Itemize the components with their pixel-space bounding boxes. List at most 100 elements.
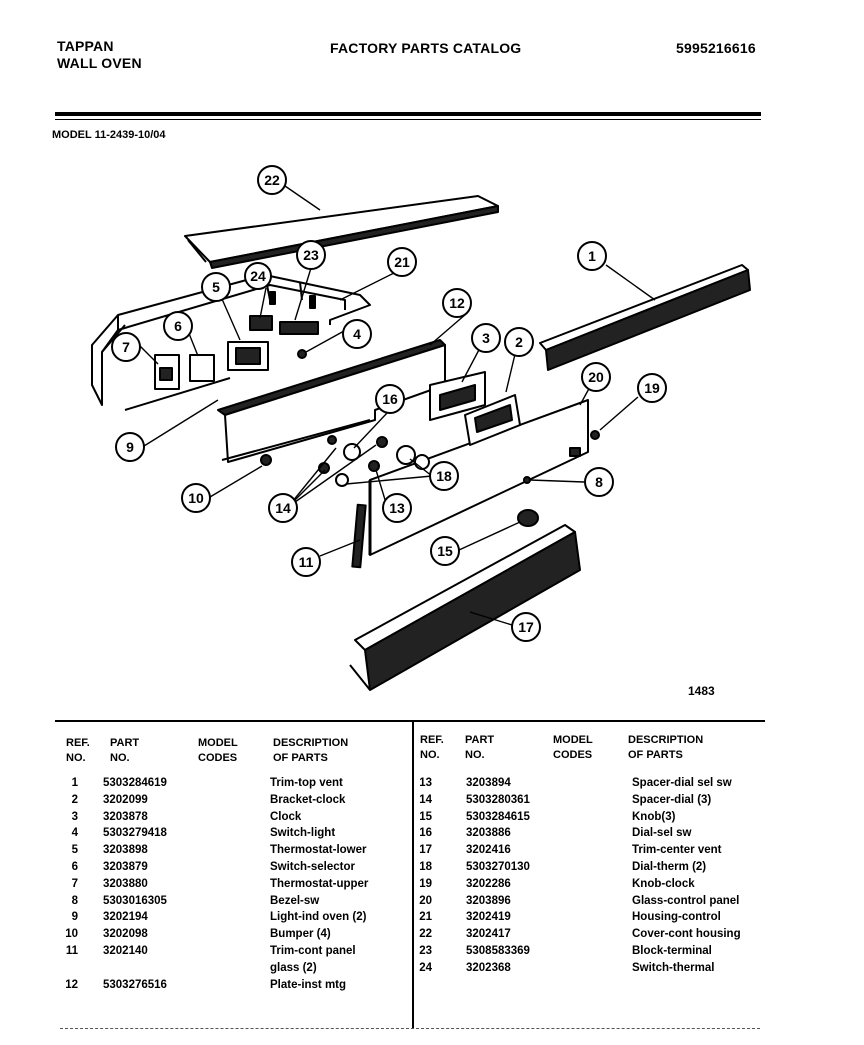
model-line: MODEL 11-2439-10/04: [52, 129, 166, 141]
header-ref: REF.NO.: [66, 737, 90, 764]
catalog-number: 5995216616: [676, 40, 756, 56]
ref-number: 1: [71, 777, 78, 789]
part-description: Knob(3): [632, 810, 676, 823]
callout-6: [163, 311, 193, 341]
part-description: Thermostat-lower: [270, 844, 367, 857]
callout-11: [291, 547, 321, 577]
part-number: 3202098: [103, 928, 148, 941]
callout-12: [442, 288, 472, 318]
ref-number: 3: [71, 810, 78, 823]
callout-label: 8: [595, 474, 603, 490]
part-number: 5308583369: [466, 945, 530, 957]
callout-label: 6: [174, 318, 182, 334]
part-description: Switch-thermal: [632, 961, 715, 974]
callout-label: 18: [436, 468, 452, 484]
callout-label: 9: [126, 439, 134, 455]
callout-16: [375, 384, 405, 414]
bracket-clock-drawing: [464, 394, 521, 446]
part-description: Spacer-dial sel sw: [632, 777, 732, 789]
catalog-title: FACTORY PARTS CATALOG: [330, 40, 522, 56]
brand-line-1: TAPPAN: [57, 38, 114, 54]
part-number: 3202416: [466, 844, 511, 857]
part-description: Plate-inst mtg: [270, 978, 347, 991]
ref-number: 21: [419, 911, 432, 924]
trim-top-vent-drawing: [539, 264, 751, 371]
ref-number: 14: [419, 793, 432, 806]
part-description: Spacer-dial (3): [632, 793, 712, 806]
callout-label: 23: [303, 247, 319, 263]
table-column-divider: [412, 722, 414, 1028]
exploded-parts-diagram: 22 21 23 24 1 5 4 6 7 12 3 2 20 19 8 9 1…: [91, 165, 751, 691]
ref-number: 9: [71, 911, 78, 924]
callout-label: 1: [588, 248, 596, 264]
part-number: 3203880: [103, 877, 148, 890]
ref-number: 17: [419, 844, 432, 857]
part-description: Switch-light: [270, 827, 336, 840]
part-number: 3202286: [466, 877, 511, 890]
part-number: 5303284619: [103, 777, 167, 789]
callout-label: 22: [264, 172, 280, 188]
callout-10: [181, 483, 211, 513]
part-number: 3203894: [466, 777, 511, 789]
cover-cont-housing-drawing: [184, 195, 499, 269]
trim-center-vent-drawing: [349, 524, 581, 691]
clock-drawing: [429, 371, 486, 421]
callout-label: 5: [212, 279, 220, 295]
ref-number: 10: [65, 928, 78, 941]
part-number: 3203896: [466, 894, 511, 907]
part-description: Knob-clock: [632, 877, 695, 890]
callout-14: [268, 493, 298, 523]
ref-number: 24: [419, 961, 432, 974]
callout-5: [201, 272, 231, 302]
part-description-cont: glass (2): [270, 961, 317, 974]
ref-number: 22: [419, 928, 432, 941]
ref-number: 12: [65, 978, 78, 991]
callout-label: 24: [250, 268, 266, 284]
callout-9: [115, 432, 145, 462]
part-number: 5303016305: [103, 894, 167, 907]
part-number: 5303270130: [466, 861, 530, 873]
ref-number: 16: [419, 827, 432, 840]
callout-23: [296, 240, 326, 270]
part-description: Light-ind oven (2): [270, 911, 367, 924]
callout-label: 13: [389, 500, 405, 516]
callout-label: 2: [515, 334, 523, 350]
callout-1: [577, 241, 607, 271]
callout-label: 4: [353, 326, 361, 342]
part-number: 3203878: [103, 810, 148, 823]
part-number: 3203879: [103, 861, 148, 873]
part-description: Thermostat-upper: [270, 877, 369, 890]
ref-number: 18: [419, 861, 432, 873]
callout-label: 19: [644, 380, 660, 396]
callout-label: 10: [188, 490, 204, 506]
callout-label: 20: [588, 369, 604, 385]
ref-number: 2: [71, 793, 78, 806]
part-number: 3203898: [103, 844, 148, 857]
callout-13: [382, 493, 412, 523]
part-description: Trim-center vent: [632, 844, 722, 857]
callout-8: [584, 467, 614, 497]
part-description: Dial-sel sw: [632, 827, 692, 840]
callout-label: 3: [482, 330, 490, 346]
part-description: Clock: [270, 810, 302, 823]
callout-20: [581, 362, 611, 392]
header-ref-right: REF.NO.: [420, 734, 444, 761]
table-bottom-rule: [60, 1028, 760, 1030]
part-description: Trim-cont panel: [270, 945, 356, 957]
header-rule-thick: [55, 112, 761, 116]
brand-line-2: WALL OVEN: [57, 55, 142, 71]
part-description: Glass-control panel: [632, 894, 740, 907]
callout-7: [111, 332, 141, 362]
ref-number: 8: [71, 894, 78, 907]
callout-label: 17: [518, 619, 534, 635]
callout-18: [429, 461, 459, 491]
callout-22: [257, 165, 287, 195]
ref-number: 5: [71, 844, 78, 857]
plate-inst-mtg-drawing: [217, 339, 446, 463]
callout-label: 21: [394, 254, 410, 270]
